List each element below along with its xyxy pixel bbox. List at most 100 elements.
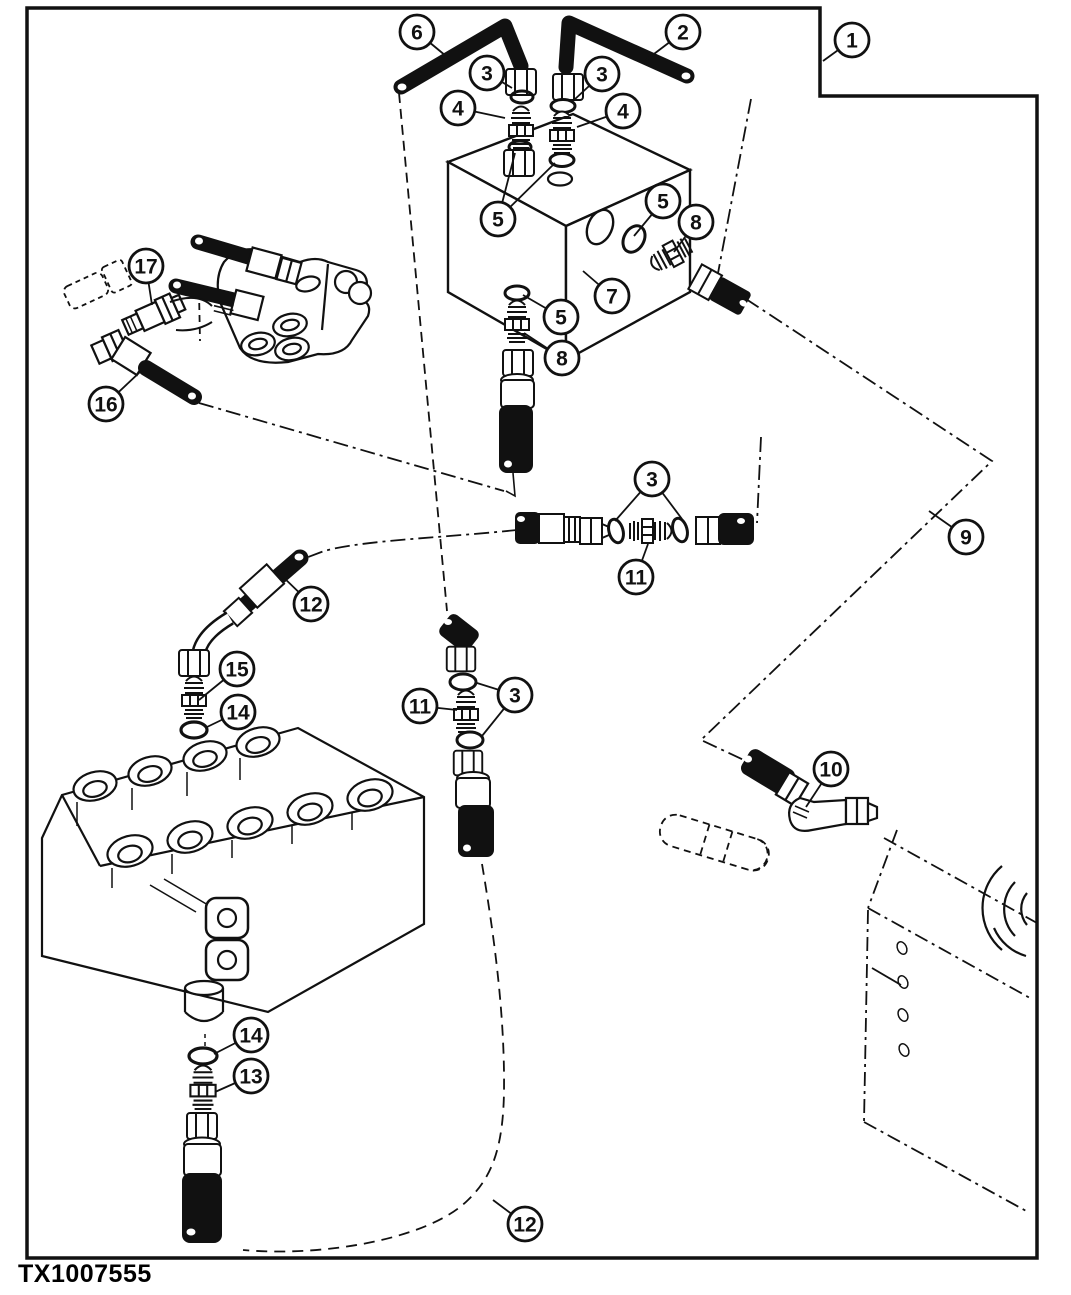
- callout-11[interactable]: 11: [617, 543, 655, 596]
- callout-14[interactable]: 14: [206, 693, 257, 731]
- callout-number: 5: [657, 191, 669, 214]
- callout-circle: [833, 21, 871, 59]
- callout-13[interactable]: 13: [214, 1057, 270, 1095]
- callout-number: 13: [239, 1066, 262, 1089]
- side-port-parts: [621, 224, 751, 315]
- reservoir-cap-arcs: [981, 865, 1028, 958]
- hose-16: [138, 360, 202, 405]
- callout-number: 16: [94, 394, 117, 417]
- callout-number: 8: [556, 348, 568, 371]
- callout-4[interactable]: 4: [576, 92, 642, 130]
- callout-17[interactable]: 17: [127, 247, 165, 306]
- callout-circle: [633, 460, 671, 498]
- callout-11[interactable]: 11: [401, 687, 458, 725]
- callout-number: 3: [596, 64, 608, 87]
- callout-12[interactable]: 12: [492, 1199, 544, 1243]
- clamp: [169, 296, 213, 332]
- callout-3[interactable]: 3: [468, 54, 513, 92]
- callout-number: 5: [492, 209, 504, 232]
- callout-7[interactable]: 7: [582, 270, 631, 315]
- callout-16[interactable]: 16: [87, 370, 142, 423]
- callout-circle: [232, 1016, 270, 1054]
- callout-3[interactable]: 3: [476, 676, 534, 737]
- hose-segment: [182, 1173, 222, 1243]
- control-valve-assembly: [63, 234, 373, 405]
- callout-circle: [496, 676, 534, 714]
- nipple-11: [453, 689, 479, 733]
- callout-3[interactable]: 3: [614, 460, 683, 522]
- phantom-tube: [658, 813, 770, 872]
- callout-3[interactable]: 3: [573, 55, 621, 101]
- callout-circle: [292, 585, 330, 623]
- oring-14: [187, 1046, 219, 1066]
- oring-3: [448, 672, 478, 692]
- callout-circle: [506, 1205, 544, 1243]
- hose-segment: [499, 405, 533, 473]
- callout-8[interactable]: 8: [523, 332, 581, 377]
- callout-number: 4: [452, 98, 464, 121]
- fitting-13: [189, 1064, 217, 1111]
- callout-number: 2: [677, 22, 689, 45]
- callout-1[interactable]: 1: [822, 21, 871, 62]
- callout-5[interactable]: 5: [479, 152, 556, 238]
- callout-number: 6: [411, 22, 423, 45]
- phantom-fitting: [63, 259, 133, 310]
- callout-number: 5: [555, 307, 567, 330]
- plug-fitting: [686, 263, 751, 315]
- elbow-fitting-10: [788, 796, 848, 832]
- callout-circle: [219, 693, 257, 731]
- callout-circle: [664, 13, 702, 51]
- callout-number: 1: [846, 30, 858, 53]
- mid-tee-assembly: [439, 614, 494, 857]
- callout-circle: [398, 13, 436, 51]
- callout-number: 15: [225, 659, 249, 682]
- manifold-port: [183, 979, 225, 1048]
- callout-circle: [604, 92, 642, 130]
- callout-number: 10: [819, 759, 842, 782]
- callout-circle: [468, 54, 506, 92]
- callout-number: 4: [617, 101, 629, 124]
- callout-circle: [677, 203, 715, 241]
- routing-lines: [198, 92, 994, 1253]
- callout-circle: [947, 518, 985, 556]
- callout-6[interactable]: 6: [398, 13, 453, 62]
- callout-8[interactable]: 8: [673, 203, 715, 253]
- scallop-row-front: [106, 778, 394, 868]
- callout-4[interactable]: 4: [439, 89, 506, 127]
- callout-circle: [479, 200, 517, 238]
- callout-number: 12: [299, 594, 322, 617]
- nipple-11: [629, 518, 673, 544]
- scallop-row-back: [72, 726, 281, 802]
- oring-3: [549, 98, 577, 114]
- oring-3: [671, 516, 689, 544]
- callout-9[interactable]: 9: [928, 510, 985, 556]
- callout-15[interactable]: 15: [198, 650, 256, 701]
- callout-number: 14: [239, 1025, 263, 1048]
- hose-segment: [458, 805, 494, 857]
- callout-number: 8: [690, 212, 702, 235]
- callout-5[interactable]: 5: [522, 294, 580, 336]
- callout-number: 3: [646, 469, 658, 492]
- callout-14[interactable]: 14: [213, 1016, 270, 1055]
- oring-3: [607, 517, 625, 545]
- callout-number: 11: [625, 567, 648, 590]
- callout-number: 17: [134, 256, 157, 279]
- callout-number: 9: [960, 527, 972, 550]
- hose-6: [393, 18, 529, 95]
- reservoir-phantom: [863, 829, 1038, 1213]
- callout-number: 3: [509, 685, 521, 708]
- manifold-bottom-parts: [182, 1046, 222, 1243]
- callout-number: 7: [606, 286, 618, 309]
- callout-5[interactable]: 5: [633, 182, 682, 237]
- port-hole: [546, 171, 574, 187]
- valve-stack-manifold: [40, 726, 426, 1048]
- callout-10[interactable]: 10: [805, 750, 850, 808]
- callout-12[interactable]: 12: [279, 573, 330, 623]
- callout-circle: [439, 89, 477, 127]
- hose-to-valve-lower: [168, 278, 242, 308]
- callout-2[interactable]: 2: [645, 13, 702, 61]
- callout-circle: [218, 650, 256, 688]
